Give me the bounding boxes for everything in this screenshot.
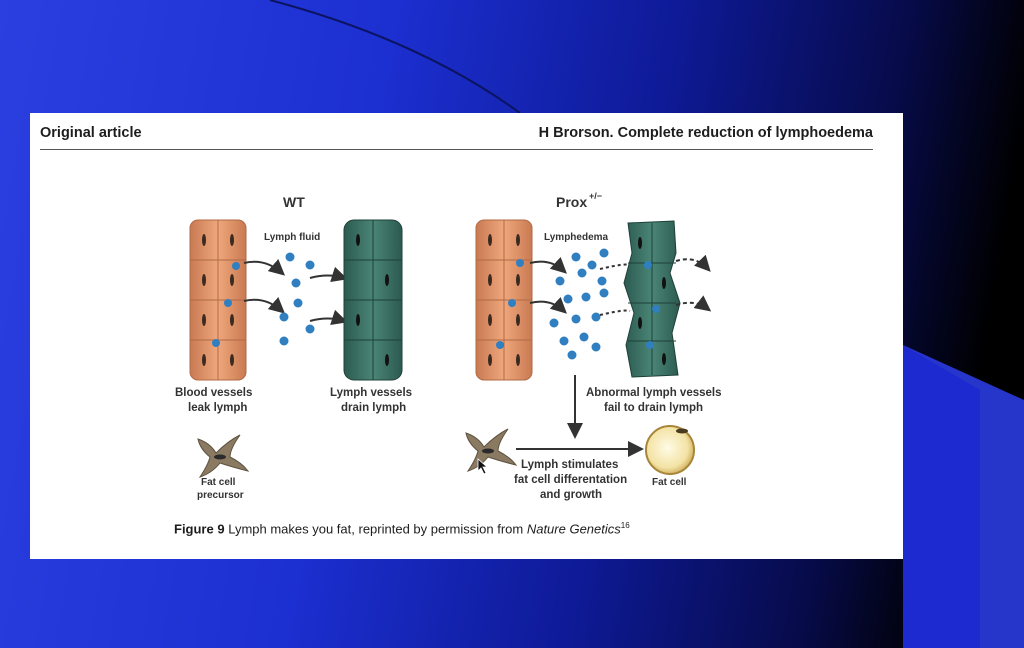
- lymph-droplets-prox: [549, 248, 609, 360]
- fat-cell-precursor-prox: [465, 428, 518, 472]
- label-lymph-stimulates: Lymph stimulates: [521, 459, 618, 471]
- caption-ref: 16: [620, 521, 630, 530]
- caption-label: Figure 9: [174, 521, 225, 537]
- label-fat-cell-precursor-2: precursor: [197, 490, 244, 501]
- label-lymph-fluid: Lymph fluid: [264, 232, 320, 243]
- flow-arrow: [309, 266, 348, 283]
- flow-arrow: [309, 309, 348, 326]
- abnormal-lymph-vessel: [623, 220, 681, 378]
- label-fat-cell: Fat cell: [652, 477, 687, 488]
- article-figure-image: Original article H Brorson. Complete red…: [30, 113, 903, 559]
- panel-title-wt: WT: [283, 194, 305, 210]
- dashed-leak-arrow: [675, 295, 712, 312]
- article-running-title: H Brorson. Complete reduction of lymphoe…: [538, 125, 873, 141]
- blood-vessel-prox: [475, 219, 533, 381]
- label-lymph-vessels-2: drain lymph: [341, 402, 406, 414]
- label-fat-cell-precursor: Fat cell: [201, 477, 236, 488]
- figure-diagram: WT Prox +/− Lymph fluid: [175, 191, 722, 501]
- blood-vessel-wt: [189, 219, 247, 381]
- caption-text: Lymph makes you fat, reprinted by permis…: [224, 521, 527, 537]
- label-blood-vessels-2: leak lymph: [188, 402, 247, 414]
- dashed-leak-arrow: [599, 263, 631, 270]
- lymph-droplets-wt: [279, 252, 315, 346]
- header-rule: [40, 149, 873, 150]
- mouse-cursor: [477, 458, 489, 475]
- label-abnormal-lymph-vessels-2: fail to drain lymph: [604, 402, 703, 414]
- panel-title-prox-sup: +/−: [589, 191, 602, 201]
- fat-cell-precursor-wt: [197, 434, 250, 478]
- dashed-leak-arrow: [599, 309, 631, 316]
- flow-arrow: [243, 297, 286, 314]
- label-blood-vessels: Blood vessels: [175, 387, 252, 399]
- lymph-vessel-wt: [343, 219, 403, 381]
- fat-cell: [645, 425, 695, 475]
- flow-arrow: [243, 259, 286, 276]
- label-lymph-vessels: Lymph vessels: [330, 387, 412, 399]
- panel-title-prox: Prox: [556, 194, 587, 210]
- label-lymph-stimulates-3: and growth: [540, 489, 602, 501]
- flow-arrow: [529, 296, 567, 314]
- flow-arrow: [529, 256, 567, 274]
- figure-caption: Figure 9 Lymph makes you fat, reprinted …: [174, 521, 630, 536]
- label-lymphedema: Lymphedema: [544, 232, 609, 243]
- label-lymph-stimulates-2: fat cell differentation: [514, 474, 627, 486]
- label-abnormal-lymph-vessels: Abnormal lymph vessels: [586, 387, 722, 399]
- dashed-leak-arrow: [675, 254, 711, 272]
- article-section-label: Original article: [40, 125, 142, 141]
- caption-journal: Nature Genetics: [526, 521, 621, 537]
